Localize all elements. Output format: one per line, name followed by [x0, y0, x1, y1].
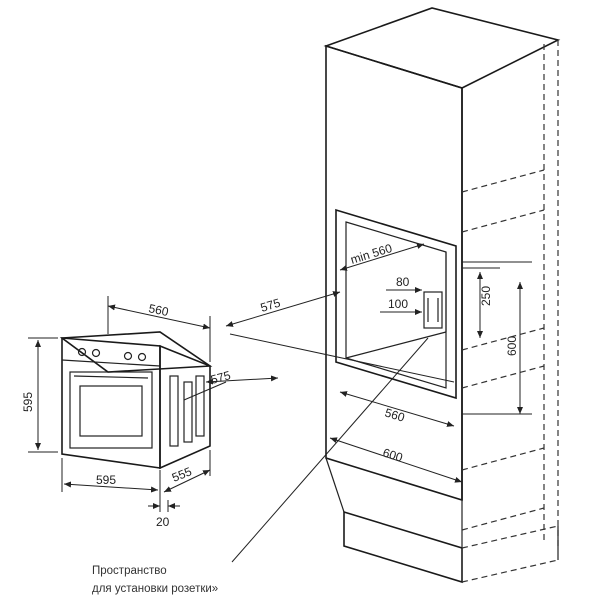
label-250: 250	[479, 286, 493, 306]
label-20: 20	[156, 515, 170, 529]
socket-note: Пространство для установки розетки»	[92, 337, 429, 595]
niche-dimensions: min 560 80 100 250 600 560 600 575	[225, 241, 532, 483]
label-560-inner: 560	[383, 405, 407, 424]
label-555: 555	[170, 464, 194, 485]
label-575-depth: 575	[259, 296, 283, 315]
label-560-top: 560	[147, 301, 170, 319]
tall-cabinet	[323, 7, 561, 584]
note-line-1: Пространство	[92, 565, 167, 577]
label-595-width: 595	[96, 473, 116, 487]
oven-door	[69, 371, 153, 449]
label-600-width: 600	[381, 445, 405, 464]
knob-icon	[137, 352, 147, 362]
oven-window	[79, 385, 143, 437]
label-600-vertical: 600	[505, 336, 519, 356]
note-line-2: для установки розетки»	[92, 583, 218, 595]
label-80: 80	[396, 275, 410, 289]
knob-icon	[91, 348, 101, 358]
oven-dimensions: 560 575 595 595 555 20	[21, 296, 279, 529]
oven	[59, 331, 213, 470]
label-min-560: min 560	[349, 241, 394, 267]
label-595-height: 595	[21, 392, 35, 412]
knob-icon	[77, 347, 87, 357]
label-100: 100	[388, 297, 408, 311]
label-575-oven: 575	[209, 368, 232, 387]
knob-icon	[123, 351, 133, 361]
